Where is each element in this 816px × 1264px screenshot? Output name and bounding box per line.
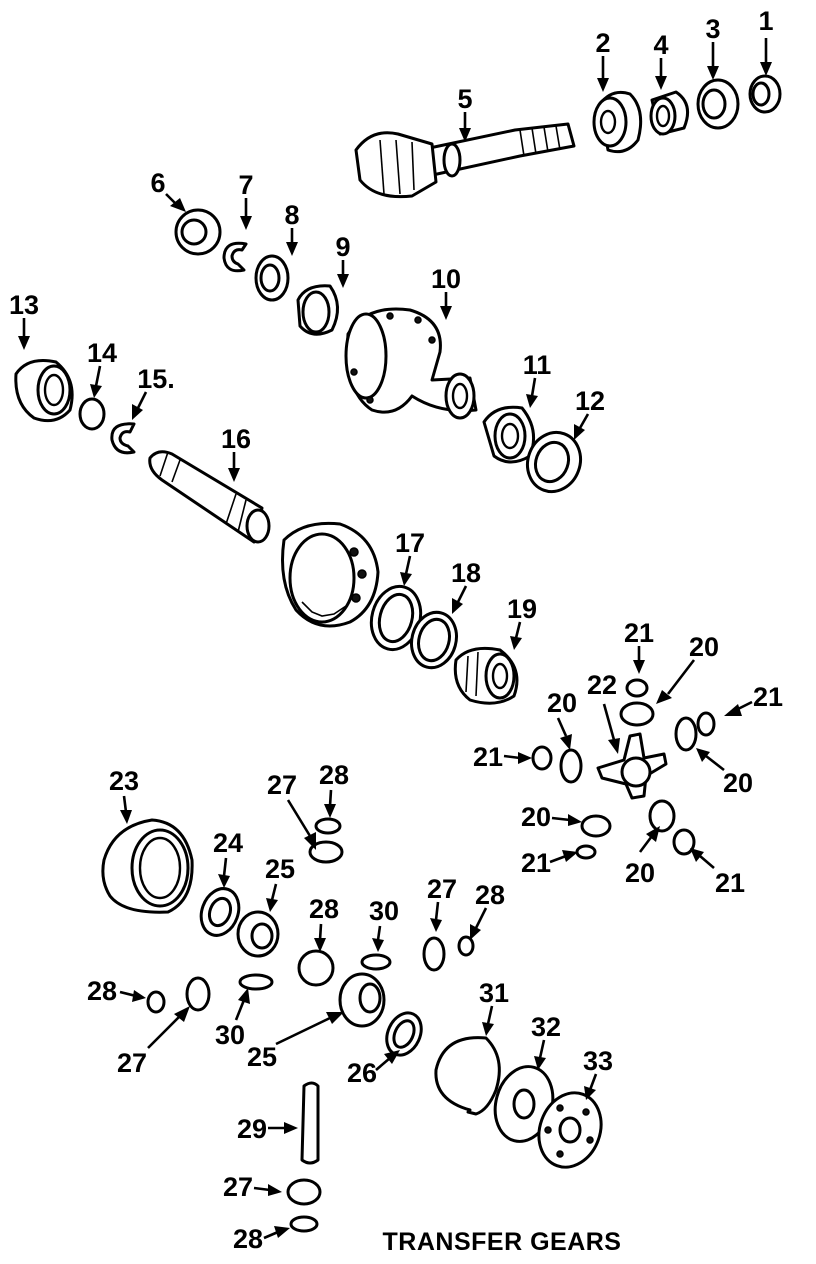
part-8-seal (254, 254, 290, 302)
part-28-washer-top (314, 817, 342, 835)
part-28-washer-right (457, 935, 475, 957)
part-28-washer-mid (297, 949, 335, 987)
callout-18: 18 (451, 558, 481, 588)
callout-17: 17 (395, 528, 425, 558)
leader-arrows (18, 38, 772, 1240)
part-27-gear-left (185, 976, 211, 1012)
callout-7: 7 (238, 170, 253, 200)
callout-21-b: 21 (753, 682, 783, 712)
callout-labels: 1 2 3 4 5 6 7 8 9 10 13 14 15. 11 12 16 … (9, 6, 783, 1254)
callout-21-a: 21 (624, 618, 654, 648)
part-29-cross-shaft (300, 1081, 320, 1165)
callout-15: 15. (137, 364, 175, 394)
callout-16: 16 (221, 424, 251, 454)
part-30-pin-left (238, 973, 274, 991)
callout-31: 31 (479, 978, 509, 1008)
callout-20-a: 20 (689, 632, 719, 662)
part-24-washer (199, 887, 241, 937)
part-11-bearing (482, 405, 536, 464)
part-1-seal (748, 74, 782, 114)
callout-25-a: 25 (265, 854, 295, 884)
callout-27-d: 27 (223, 1172, 253, 1202)
callout-28-c: 28 (475, 880, 505, 910)
callout-29: 29 (237, 1114, 267, 1144)
part-7-snap-ring (222, 241, 248, 273)
callout-25-b: 25 (247, 1042, 277, 1072)
part-5-pinion-shaft (354, 122, 576, 199)
callout-32: 32 (531, 1012, 561, 1042)
part-6-bearing (174, 208, 222, 256)
callout-20-c: 20 (723, 768, 753, 798)
callout-20-d: 20 (521, 802, 551, 832)
callout-30-a: 30 (369, 896, 399, 926)
callout-9: 9 (335, 232, 350, 262)
callout-21-c: 21 (473, 742, 503, 772)
callout-21-d: 21 (521, 848, 551, 878)
part-12-seal (526, 430, 582, 494)
callout-33: 33 (583, 1046, 613, 1076)
part-2-bearing-cone (592, 90, 643, 154)
callout-4: 4 (653, 30, 668, 60)
part-18-shim (410, 610, 458, 670)
part-17-shim (369, 584, 423, 652)
part-10-differential-carrier (344, 307, 478, 420)
diagram-title: TRANSFER GEARS (383, 1228, 622, 1256)
part-31-snap-ring (434, 1036, 501, 1116)
callout-2: 2 (595, 28, 610, 58)
part-28-washer-left (146, 990, 166, 1014)
callout-5: 5 (457, 84, 472, 114)
part-15-snap-ring (110, 422, 136, 455)
part-25-side-gear (236, 910, 280, 958)
part-16-shaft (148, 450, 271, 544)
part-ring-gear (281, 521, 380, 628)
callout-27-b: 27 (427, 874, 457, 904)
callout-24: 24 (213, 828, 243, 858)
callout-23: 23 (109, 766, 139, 796)
part-spider-cluster (531, 678, 716, 860)
callout-14: 14 (87, 338, 117, 368)
callout-10: 10 (431, 264, 461, 294)
part-27-gear-bottom (286, 1178, 322, 1206)
callout-27-c: 27 (117, 1048, 147, 1078)
callout-13: 13 (9, 290, 39, 320)
part-25-side-gear-lower (338, 972, 386, 1028)
part-14-ring (78, 397, 106, 431)
callout-22: 22 (587, 670, 617, 700)
part-27-gear-right (422, 936, 446, 972)
callout-26: 26 (347, 1058, 377, 1088)
callout-27-a: 27 (267, 770, 297, 800)
part-4-bearing (649, 90, 690, 136)
callout-19: 19 (507, 594, 537, 624)
callout-28-a: 28 (319, 760, 349, 790)
callout-30-b: 30 (215, 1020, 245, 1050)
callout-28-b: 28 (309, 894, 339, 924)
part-30-pin (360, 953, 392, 971)
callout-1: 1 (758, 6, 773, 36)
part-19-bearing (453, 646, 519, 705)
part-3-bearing-cup (696, 78, 740, 130)
part-26-washer (385, 1011, 423, 1057)
part-33-flange (537, 1091, 603, 1169)
callout-28-e: 28 (233, 1224, 263, 1254)
part-32-plate (493, 1065, 555, 1143)
part-23-case (101, 818, 194, 914)
part-27-gear-top (308, 840, 344, 864)
callout-8: 8 (284, 200, 299, 230)
callout-20-b: 20 (547, 688, 577, 718)
callout-3: 3 (705, 14, 720, 44)
callout-11: 11 (523, 350, 552, 380)
callout-28-d: 28 (87, 976, 117, 1006)
callout-12: 12 (575, 386, 605, 416)
part-13-bearing (14, 359, 74, 423)
part-28-washer-bottom (289, 1215, 319, 1233)
callout-21-e: 21 (715, 868, 745, 898)
callout-6: 6 (150, 168, 165, 198)
part-9-bearing (296, 284, 339, 336)
callout-20-e: 20 (625, 858, 655, 888)
